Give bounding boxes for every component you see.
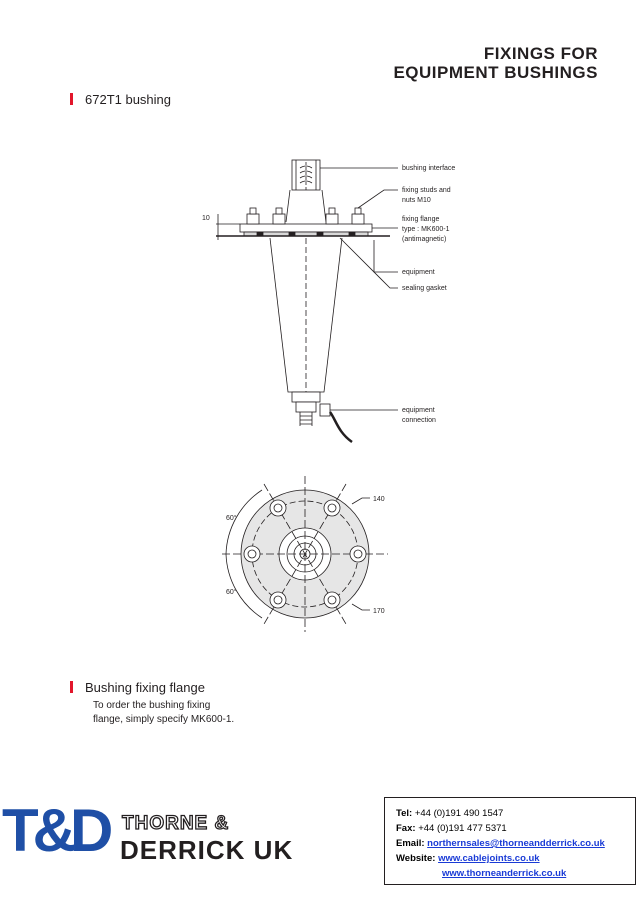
section-label: 672T1 bushing: [85, 92, 172, 107]
dimension-angle-bottom: 60°: [226, 588, 237, 596]
website-link-thorneanderrick[interactable]: www.thorneanderrick.co.uk: [442, 868, 567, 879]
order-note-line2: flange, simply specify MK600-1.: [93, 714, 235, 725]
page-title: FIXINGS FOR EQUIPMENT BUSHINGS: [393, 44, 598, 82]
dimension-angle-top: 60°: [226, 514, 237, 522]
callout-equipment-connection-2: connection: [402, 417, 436, 424]
page-title-line2: EQUIPMENT BUSHINGS: [393, 63, 598, 82]
section-marker: [70, 93, 73, 105]
section-label: Bushing fixing flange: [85, 680, 205, 695]
callout-bushing-interface: bushing interface: [402, 165, 455, 172]
callout-fixing-studs-2: nuts M10: [402, 197, 431, 204]
email-link[interactable]: northernsales@thorneandderrick.co.uk: [427, 838, 605, 849]
dimension-thickness: 10: [202, 215, 210, 222]
order-note: To order the bushing fixing flange, simp…: [93, 699, 263, 727]
page-title-line1: FIXINGS FOR: [483, 44, 598, 63]
callout-sealing-gasket: sealing gasket: [402, 285, 447, 292]
contact-box: Tel: +44 (0)191 490 1547 Fax: +44 (0)191…: [384, 797, 636, 885]
contact-email: Email: northernsales@thorneandderrick.co…: [396, 838, 605, 849]
company-logo: T&D THORNE & DERRICK UK: [2, 797, 293, 865]
dimension-outer-diameter: 170: [373, 608, 385, 615]
dimension-inner-diameter: 140: [373, 496, 385, 503]
logo-mark: T&D: [2, 797, 111, 864]
contact-tel: Tel: +44 (0)191 490 1547: [396, 808, 504, 819]
callout-fixing-flange-1: fixing flange: [402, 216, 439, 223]
order-note-line1: To order the bushing fixing: [93, 700, 211, 711]
contact-website-2: www.thorneanderrick.co.uk: [396, 866, 635, 881]
callout-fixing-studs-1: fixing studs and: [402, 187, 451, 194]
logo-name-line2: DERRICK UK: [120, 835, 293, 865]
section-marker: [70, 681, 73, 693]
logo-name-line1: THORNE &: [122, 813, 229, 834]
website-link-cablejoints[interactable]: www.cablejoints.co.uk: [438, 853, 540, 864]
contact-website: Website: www.cablejoints.co.uk: [396, 853, 540, 864]
callout-equipment-connection-1: equipment: [402, 407, 435, 414]
section-heading-flange: Bushing fixing flange: [70, 680, 205, 695]
callout-equipment: equipment: [402, 269, 435, 276]
contact-fax: Fax: +44 (0)191 477 5371: [396, 823, 507, 834]
section-heading-bushing: 672T1 bushing: [70, 92, 171, 107]
callout-fixing-flange-2: type : MK600-1: [402, 226, 450, 233]
callout-fixing-flange-3: (antimagnetic): [402, 236, 446, 243]
